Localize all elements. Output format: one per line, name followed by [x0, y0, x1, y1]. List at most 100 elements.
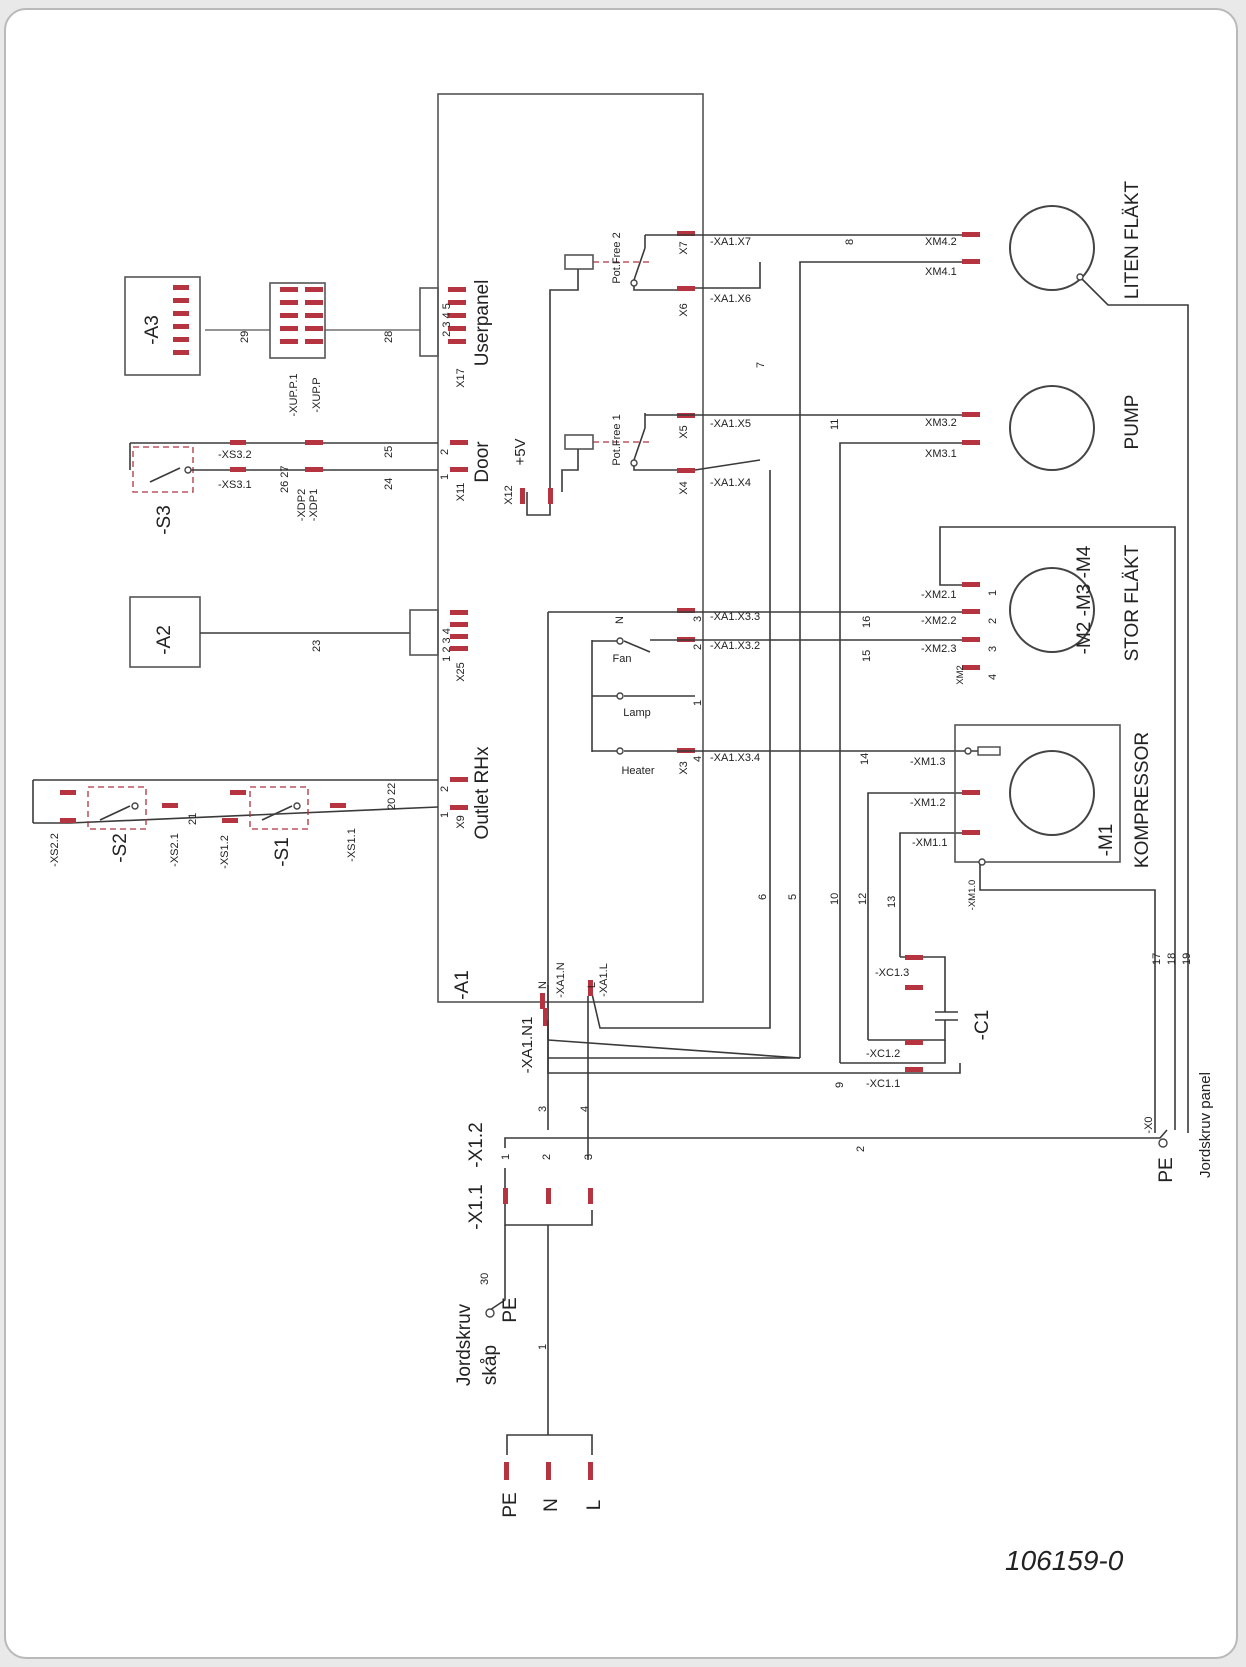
- wire-number-30: 30: [479, 1273, 491, 1285]
- a2-box: [129, 596, 201, 668]
- x11-label: X11: [455, 483, 467, 502]
- motor-stor-flakt: [1009, 567, 1095, 653]
- x1-pin-1: 1: [500, 1154, 512, 1160]
- wire-number-16: 16: [861, 616, 873, 628]
- supply-l-label: L: [584, 1500, 605, 1511]
- motor-kompressor: [1009, 750, 1095, 836]
- wire-number-7: 7: [755, 362, 767, 368]
- x17-label: X17: [455, 368, 467, 388]
- xup-connector: [269, 282, 326, 359]
- wire-number-18: 18: [1166, 953, 1178, 965]
- x11-terminal-label: -X1.1: [466, 1184, 487, 1229]
- xm32-label: XM3.2: [925, 417, 957, 429]
- xa1l-label: -XA1.L: [598, 963, 610, 997]
- heater-label: Heater: [621, 765, 654, 777]
- pe-left-label: PE: [500, 1297, 521, 1322]
- relay-potfree1-coil: [564, 434, 594, 450]
- a2-label: -A2: [154, 625, 175, 655]
- kompressor-box: [954, 724, 1121, 863]
- c1-label: -C1: [972, 1010, 993, 1041]
- c1-pins: [905, 955, 923, 1072]
- a1-supply-pins: [540, 980, 593, 1026]
- a1-label: -A1: [452, 970, 473, 1000]
- xm2-pin-3: 3: [987, 646, 999, 652]
- jordskruv-panel-label: Jordskruv panel: [1197, 1072, 1214, 1178]
- outlet-pin-1: 1: [439, 812, 451, 818]
- kompressor-label: KOMPRESSOR: [1132, 732, 1153, 868]
- s3-label: -S3: [154, 505, 175, 535]
- motor-pins: [962, 232, 980, 670]
- wire-number-19: 19: [1181, 953, 1193, 965]
- wire-number-15: 15: [861, 650, 873, 662]
- xm22-label: -XM2.2: [921, 615, 956, 627]
- xs32-label: -XS3.2: [218, 449, 252, 461]
- xa1x33-label: -XA1.X3.3: [710, 611, 760, 623]
- a3-box: [124, 276, 201, 376]
- wire-number-25: 25: [383, 446, 395, 458]
- relay-potfree2-coil: [564, 254, 594, 270]
- x12-terminal-label: -X1.2: [466, 1122, 487, 1167]
- wire-number-5: 5: [787, 894, 799, 900]
- xm12-label: -XM1.2: [910, 797, 945, 809]
- lamp-label: Lamp: [623, 707, 651, 719]
- xs21-label: -XS2.1: [169, 833, 181, 867]
- wire-number-26-27: 26 27: [279, 465, 291, 493]
- s3-dashed-box: [132, 446, 194, 493]
- wire-number-12: 12: [857, 893, 869, 905]
- xm2-pin-4: 4: [987, 674, 999, 680]
- xm2-pin-2: 2: [987, 618, 999, 624]
- userpanel-label: Userpanel: [472, 280, 493, 367]
- xm2-label: XM2: [955, 665, 966, 685]
- xm31-label: XM3.1: [925, 448, 957, 460]
- s3-switch-contact: [149, 467, 181, 483]
- x1-terminal-pins: [503, 1188, 593, 1204]
- xdp1-label: -XDP1: [308, 489, 320, 521]
- xm10-label: -XM1.0: [967, 880, 978, 911]
- door-pin-2: 2: [439, 449, 451, 455]
- x1-pin-3: 3: [583, 1154, 595, 1160]
- x3-n-label: N: [614, 616, 626, 624]
- motor-pump: [1009, 385, 1095, 471]
- xm42-label: XM4.2: [925, 236, 957, 248]
- x5-label: X5: [678, 425, 690, 438]
- x12-label: X12: [503, 485, 515, 505]
- xa1n-label: -XA1.N: [555, 962, 567, 998]
- x1-pin-2: 2: [541, 1154, 553, 1160]
- jordskruv-skap-label-2: skåp: [480, 1345, 501, 1385]
- document-number: 106159-0: [1005, 1545, 1124, 1576]
- x4-label: X4: [678, 481, 690, 494]
- supply-pins: [504, 1462, 593, 1480]
- xa1x32-label: -XA1.X3.2: [710, 640, 760, 652]
- a3-label: -A3: [142, 315, 163, 345]
- x3-pin-3: 3: [692, 616, 704, 622]
- potfree2-label: Pot.Free 2: [611, 232, 623, 283]
- wire-number-2: 2: [855, 1146, 867, 1152]
- xm13-label: -XM1.3: [910, 756, 945, 768]
- plus5v-label: +5V: [512, 438, 529, 465]
- potfree1-label: Pot.Free 1: [611, 414, 623, 465]
- outlet-pin-2: 2: [439, 786, 451, 792]
- xupp-label: -XUP.P: [311, 377, 323, 412]
- x0-label: -X0: [1143, 1116, 1155, 1133]
- x7-label: X7: [678, 241, 690, 254]
- fan-label: Fan: [613, 653, 632, 665]
- xa1n1-label: -XA1.N1: [519, 1017, 536, 1074]
- door-label: Door: [472, 441, 493, 483]
- door-pins: [230, 440, 468, 472]
- wire-number-20: 20: [386, 798, 398, 810]
- pe-right-label: PE: [1156, 1157, 1177, 1182]
- wire-number-17: 17: [1151, 953, 1163, 965]
- supply-n-label: N: [541, 1498, 562, 1512]
- wire-number-8: 8: [844, 239, 856, 245]
- outlet-label: Outlet RHx: [472, 746, 493, 839]
- m2m3m4-label: -M2 -M3 -M4: [1074, 545, 1095, 654]
- s2-label: -S2: [110, 833, 131, 863]
- x9-label: X9: [455, 815, 467, 828]
- wire-number-10: 10: [829, 893, 841, 905]
- wire-number-23: 23: [311, 640, 323, 652]
- wire-number-14: 14: [859, 753, 871, 765]
- kompressor-pins: [962, 790, 980, 835]
- xm23-label: -XM2.3: [921, 643, 956, 655]
- x25-pins: [450, 610, 468, 651]
